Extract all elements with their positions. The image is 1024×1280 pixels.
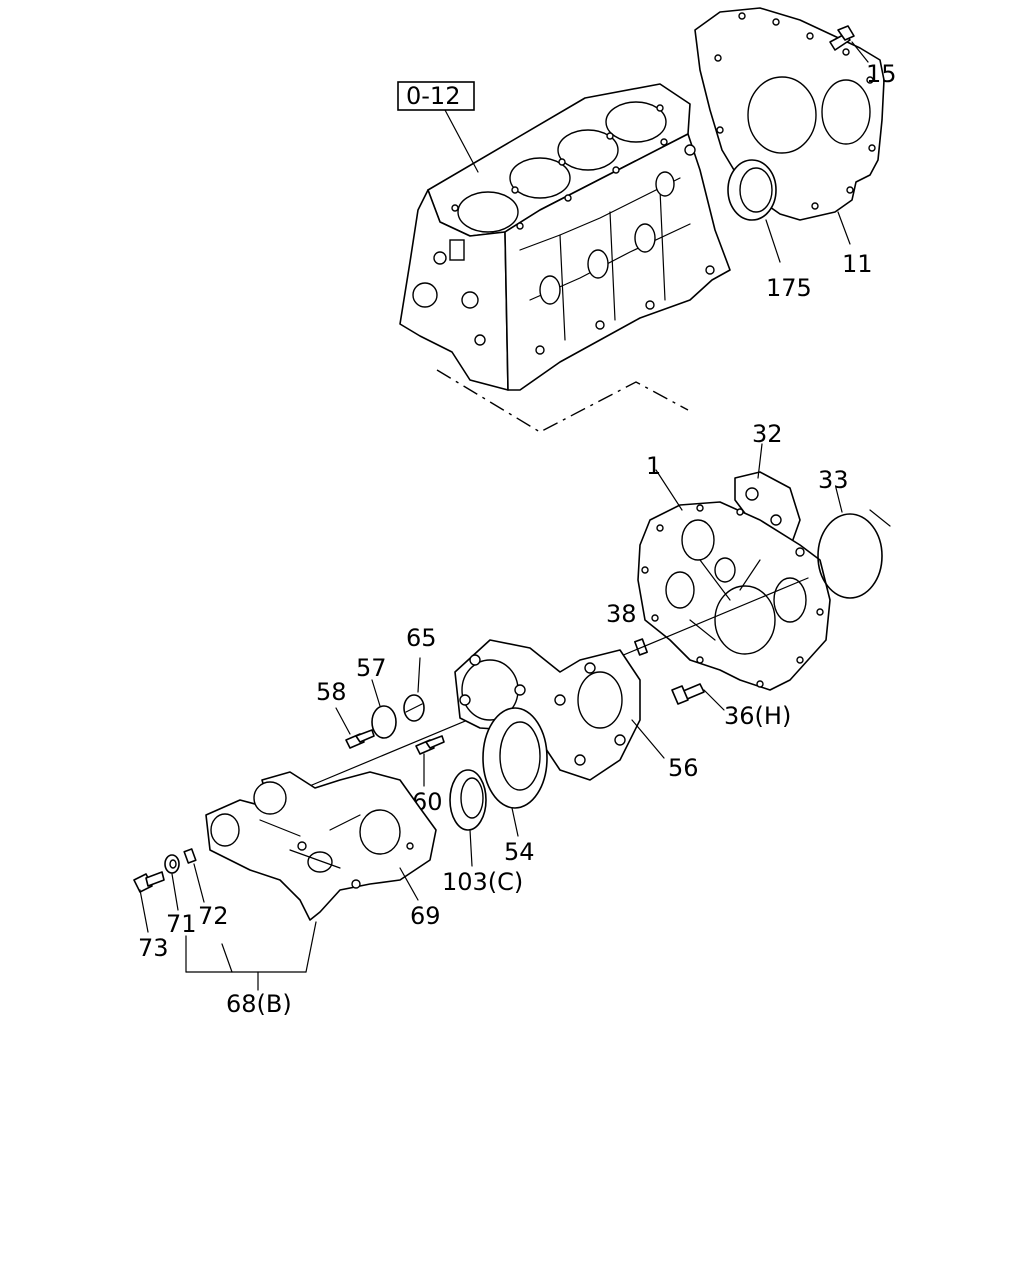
bolt-15	[829, 25, 855, 51]
callout-69: 69	[410, 902, 441, 930]
bolt-36	[671, 683, 705, 705]
oil-seal-retainer-54	[482, 707, 548, 809]
rear-plate	[694, 7, 885, 221]
cover-57	[371, 705, 397, 739]
callout-65: 65	[406, 624, 437, 652]
o-ring-33	[817, 513, 883, 599]
callout-175: 175	[766, 274, 812, 302]
group-bracket-68	[185, 921, 317, 991]
oil-seal-103	[449, 769, 487, 831]
dowel-pin-38	[634, 638, 648, 656]
bolt-73	[133, 871, 165, 893]
callout-36: 36(H)	[724, 702, 791, 730]
reference-box-label: 0-12	[406, 82, 460, 110]
callout-71: 71	[166, 910, 197, 938]
bolt-58	[345, 729, 375, 749]
callout-1: 1	[646, 452, 661, 480]
callout-73: 73	[138, 934, 169, 962]
cylinder-block	[399, 83, 731, 391]
callout-57: 57	[356, 654, 387, 682]
callout-54: 54	[504, 838, 535, 866]
callout-103: 103(C)	[442, 868, 523, 896]
bolt-60	[415, 735, 445, 755]
reference-box-0-12: 0-12	[397, 81, 479, 173]
callout-68: 68(B)	[226, 990, 292, 1018]
timing-case-56	[454, 639, 641, 781]
oil-seal-175	[727, 159, 777, 221]
callout-32: 32	[752, 420, 783, 448]
callout-58: 58	[316, 678, 347, 706]
callout-11: 11	[842, 250, 873, 278]
gear-case-1	[637, 501, 831, 691]
callout-33: 33	[818, 466, 849, 494]
callout-38: 38	[606, 600, 637, 628]
front-cover-69	[205, 771, 437, 921]
collar-72	[183, 848, 197, 864]
block-assembly-bracket	[436, 369, 689, 433]
callout-72: 72	[198, 902, 229, 930]
callout-56: 56	[668, 754, 699, 782]
callout-15: 15	[866, 60, 897, 88]
washer-71	[164, 854, 180, 874]
plug-65	[403, 694, 425, 722]
